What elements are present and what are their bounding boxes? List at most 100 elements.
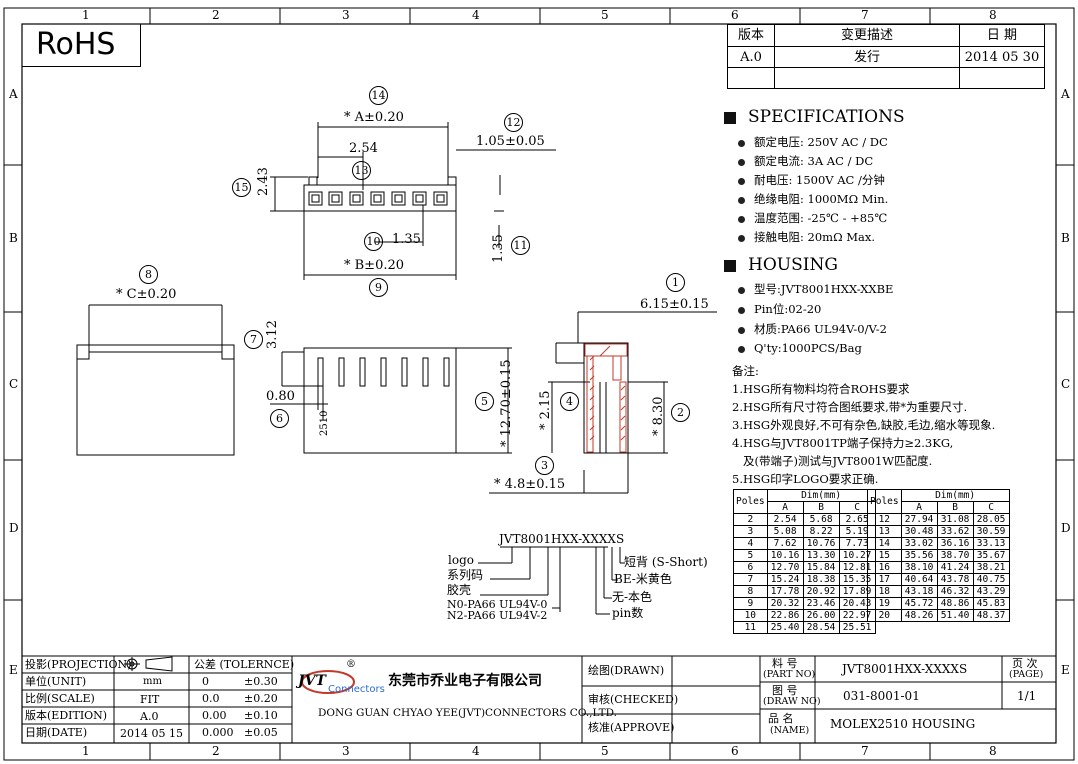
spec-item: 接触电阻: 20mΩ Max. bbox=[754, 230, 876, 244]
dim-105-label: 1.05±0.05 bbox=[476, 134, 545, 149]
rev-header-desc: 变更描述 bbox=[774, 24, 960, 47]
code-label-natural: 无-本色 bbox=[612, 590, 653, 604]
bullet-icon bbox=[738, 177, 745, 185]
poles-header: Poles bbox=[733, 489, 768, 514]
bullet-icon bbox=[738, 345, 745, 353]
rohs-label: RoHS bbox=[36, 27, 116, 62]
company-name-en: DONG GUAN CHYAO YEE(JVT)CONNECTORS CO.,L… bbox=[318, 707, 618, 719]
bullet-icon bbox=[738, 234, 745, 242]
edition-value: A.0 bbox=[140, 710, 159, 723]
projection-label: 投影(PROJECTION) bbox=[25, 658, 132, 671]
scale-value: FIT bbox=[140, 693, 160, 706]
col-label-3: 3 bbox=[342, 8, 350, 22]
dim-value-cell: 48.37 bbox=[972, 609, 1010, 622]
row-label-e: E bbox=[9, 663, 18, 677]
housing-list: 型号:JVT8001HXX-XXBE Pin位:02-20 材质:PA66 UL… bbox=[738, 281, 893, 361]
dim-312-label: 3.12 bbox=[265, 320, 280, 349]
rohs-box: RoHS bbox=[22, 24, 141, 67]
dim-value-cell: 48.26 bbox=[900, 609, 938, 622]
rev-header-date: 日 期 bbox=[959, 24, 1045, 47]
bullet-icon bbox=[738, 215, 745, 223]
row-label-b-right: B bbox=[1061, 231, 1070, 245]
dim-2510-label: 2510 bbox=[319, 410, 330, 436]
dim-value-cell: 25.51 bbox=[838, 621, 876, 634]
col-label-8-bottom: 8 bbox=[989, 744, 997, 758]
code-label-n0: N0-PA66 UL94V-0 bbox=[447, 598, 548, 611]
col-label-1: 1 bbox=[82, 8, 90, 22]
dim-135a-label: 1.35 bbox=[392, 232, 421, 247]
spec-item: 耐电压: 1500V AC /分钟 bbox=[754, 173, 885, 187]
name-value: MOLEX2510 HOUSING bbox=[830, 717, 976, 731]
date-value: 2014 05 15 bbox=[120, 727, 183, 740]
tolerance-header: 公差 (TOLERNCE) bbox=[194, 658, 295, 671]
part-code-leaders bbox=[478, 546, 625, 615]
page-value: 1/1 bbox=[1017, 689, 1037, 703]
col-label-5: 5 bbox=[601, 8, 609, 22]
code-label-housing: 胶壳 bbox=[447, 583, 472, 597]
bullet-icon bbox=[738, 139, 745, 147]
section-hatch bbox=[584, 343, 628, 453]
col-label-8: 8 bbox=[989, 8, 997, 22]
checked-label: 审核(CHECKED) bbox=[588, 693, 679, 706]
spec-square-icon bbox=[724, 112, 736, 124]
code-label-short: 短背 (S-Short) bbox=[624, 555, 708, 569]
bullet-icon bbox=[738, 196, 745, 204]
balloon-11: 11 bbox=[511, 236, 530, 255]
dim-830-label: * 8.30 bbox=[651, 396, 666, 436]
housing-square-icon bbox=[724, 260, 736, 272]
balloon-15: 15 bbox=[232, 178, 251, 197]
col-label-7-bottom: 7 bbox=[861, 744, 869, 758]
housing-item: 型号:JVT8001HXX-XXBE bbox=[754, 282, 894, 296]
tol-1: 0.0 bbox=[202, 692, 220, 705]
dim-pole-cell: 20 bbox=[867, 609, 902, 622]
col-label-4-bottom: 4 bbox=[472, 744, 480, 758]
spec-list: 额定电压: 250V AC / DC 额定电流: 3A AC / DC 耐电压:… bbox=[738, 134, 888, 248]
col-label-6-bottom: 6 bbox=[731, 744, 739, 758]
balloon-2: 2 bbox=[671, 403, 690, 422]
logo-text: JVT bbox=[298, 673, 326, 689]
row-label-b: B bbox=[9, 231, 18, 245]
draw-no-label: 图 号 bbox=[772, 684, 798, 697]
dim-080-label: 0.80 bbox=[266, 389, 295, 404]
balloon-6: 6 bbox=[270, 409, 289, 428]
top-view-body bbox=[303, 184, 457, 212]
title-block-grid bbox=[22, 655, 1056, 743]
rev-version: A.0 bbox=[727, 46, 775, 68]
spec-title: SPECIFICATIONS bbox=[748, 107, 905, 127]
balloon-10: 10 bbox=[364, 232, 383, 251]
part-code: JVT8001HXX-XXXXS bbox=[499, 532, 625, 546]
balloon-14: 14 bbox=[369, 86, 388, 105]
balloon-1: 1 bbox=[666, 273, 685, 292]
row-label-d-right: D bbox=[1061, 521, 1071, 535]
balloon-12: 12 bbox=[504, 113, 523, 132]
side-view-body bbox=[303, 347, 457, 454]
dim-215-label: * 2.15 bbox=[538, 390, 553, 430]
row-label-a: A bbox=[9, 87, 18, 101]
part-no-label: 料 号 bbox=[772, 657, 798, 670]
notes-title: 备注: bbox=[732, 364, 759, 378]
logo-sub: Connectors bbox=[328, 684, 385, 695]
col-label-2-bottom: 2 bbox=[212, 744, 220, 758]
col-label-4: 4 bbox=[472, 8, 480, 22]
note-item: 1.HSG所有物料均符合ROHS要求 bbox=[732, 382, 910, 396]
spec-item: 额定电压: 250V AC / DC bbox=[754, 135, 888, 149]
code-label-n2: N2-PA66 UL94V-2 bbox=[447, 609, 548, 622]
balloon-3: 3 bbox=[535, 456, 554, 475]
tol-2: 0.00 bbox=[202, 709, 227, 722]
col-label-7: 7 bbox=[861, 8, 869, 22]
balloon-5: 5 bbox=[475, 392, 494, 411]
dim-b-label: * B±0.20 bbox=[344, 258, 405, 273]
code-label-series: 系列码 bbox=[447, 568, 484, 582]
note-item: 及(带端子)测试与JVT8001W匹配度. bbox=[732, 454, 933, 468]
dim-a-label: * A±0.20 bbox=[344, 110, 404, 125]
col-label-6: 6 bbox=[731, 8, 739, 22]
balloon-13: 13 bbox=[352, 161, 371, 180]
row-label-c-right: C bbox=[1061, 377, 1071, 391]
